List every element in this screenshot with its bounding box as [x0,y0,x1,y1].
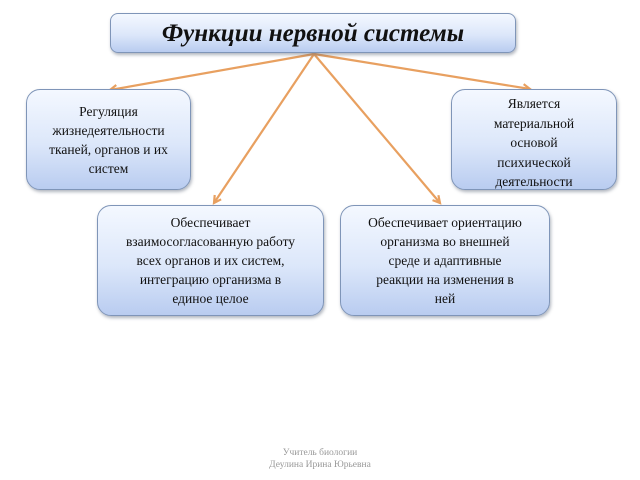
box-text-line: жизнедеятельности [52,122,165,138]
box-text-line: единое целое [172,291,249,306]
arrow-to-coordination [213,53,315,204]
arrow-to-orientation [313,53,441,204]
box-text-line: Обеспечивает [170,215,251,230]
box-text-line: среде и адаптивные [388,253,502,268]
box-text-line: Обеспечивает ориентацию [368,215,522,230]
box-text-line: взаимосогласованную работу [125,234,296,249]
author-footer: Учитель биологии Деулина Ирина Юрьевна [220,447,420,471]
box-text-line: всех органов и их систем, [136,253,285,268]
box-text-line: материальной [493,115,575,131]
box-text-line: основой [510,135,558,150]
footer-line: Учитель биологии [282,448,358,458]
box-text-line: тканей, органов и их [49,141,168,157]
box-text-line: реакции на изменения в [376,272,514,287]
box-text-line: деятельности [495,174,573,189]
function-orientation: Обеспечивает ориентацию организма во внеш… [340,205,550,316]
box-text-line: ней [434,291,456,306]
function-regulation: Регуляция жизнедеятельности тканей, органо… [26,89,191,190]
box-text-line: систем [88,160,129,176]
title-text: Функции нервной системы [161,19,465,47]
box-text-line: организма во внешней [380,234,510,249]
box-text-line: психической [497,154,571,170]
footer-line: Деулина Ирина Юрьевна [269,460,371,470]
box-text-line: Регуляция [79,103,138,119]
arrowhead-icon [212,194,222,205]
arrowhead-icon [432,194,442,205]
diagram-title: Функции нервной системы [110,13,516,53]
function-psychic-basis: Является материальной основой психической де… [451,89,617,190]
arrow-to-regulation [109,52,315,92]
arrow-to-psychic-basis [313,52,531,91]
box-text-line: интеграцию организма в [139,272,282,287]
function-coordination: Обеспечивает взаимосогласованную работу вс… [97,205,324,316]
box-text-line: Является [507,96,561,111]
